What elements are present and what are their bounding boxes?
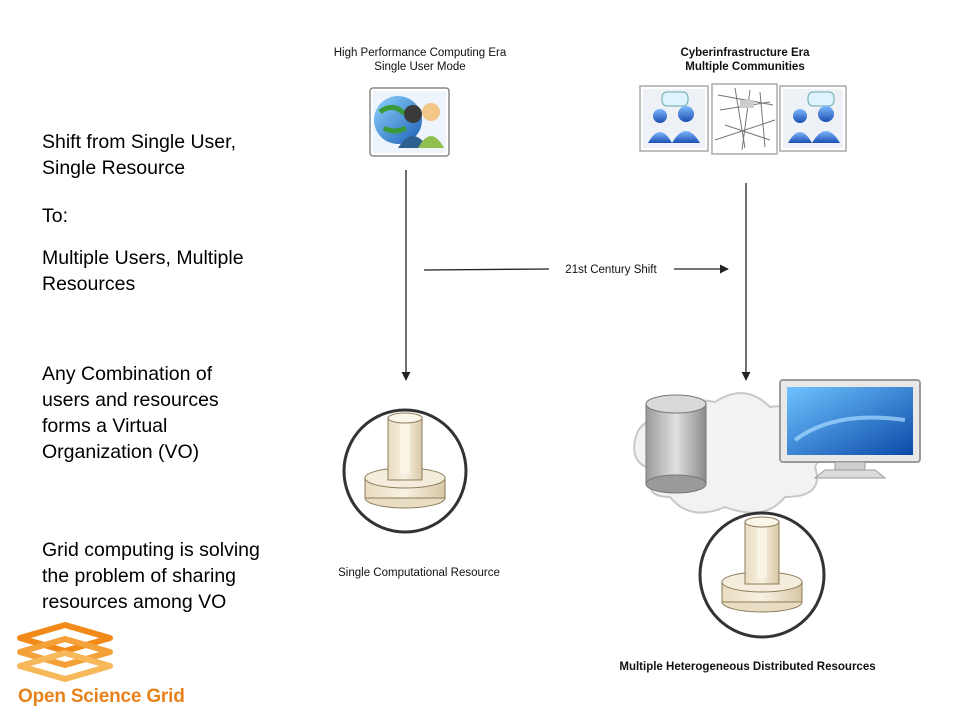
single-resource-icon [342,408,468,534]
bullet-grid-computing: Grid computing is solving the problem of… [42,537,322,615]
shift-arrow-left-segment [423,268,550,271]
bullet-line: the problem of sharing [42,565,237,587]
multiple-resources-label: Multiple Heterogeneous Distributed Resou… [619,661,876,673]
bullet-to: To: [42,205,69,227]
bullet-line: Any Combination of [42,363,213,385]
bullet-line: Grid computing is solving [42,539,260,561]
caption-line: Cyberinfrastructure Era [680,47,810,59]
cyber-era-title: Cyberinfrastructure Era Multiple Communi… [630,46,860,74]
single-resource-label: Single Computational Resource [338,567,500,579]
bullet-single-user: Shift from Single User, Single Resource [42,129,312,181]
bullet-line: Resources [42,273,136,295]
bullet-line: forms a Virtual [42,415,168,437]
single-user-icon [369,87,450,157]
bullet-line: Multiple Users, Multiple [42,247,244,269]
osg-logo-text: Open Science Grid [18,686,185,707]
database-icon [645,394,707,494]
multiple-communities-icon [639,83,847,155]
caption-line: Single User Mode [374,61,466,73]
caption-line: Multiple Communities [685,61,805,73]
distributed-resource-icon [698,511,826,639]
shift-label: 21st Century Shift [565,264,657,276]
hpc-era-title: High Performance Computing Era Single Us… [300,46,540,74]
bullet-line: Shift from Single User, [42,131,236,153]
bullet-line: resources among VO [42,591,227,613]
bullet-line: Organization (VO) [42,441,200,463]
caption-line: High Performance Computing Era [333,47,507,59]
osg-logo-icon [17,622,113,682]
monitor-icon [779,379,921,479]
bullet-line: users and resources [42,389,219,411]
bullet-virtual-organization: Any Combination of users and resources f… [42,361,312,465]
bullet-line: Single Resource [42,157,186,179]
bullet-multiple-users: Multiple Users, Multiple Resources [42,245,312,297]
